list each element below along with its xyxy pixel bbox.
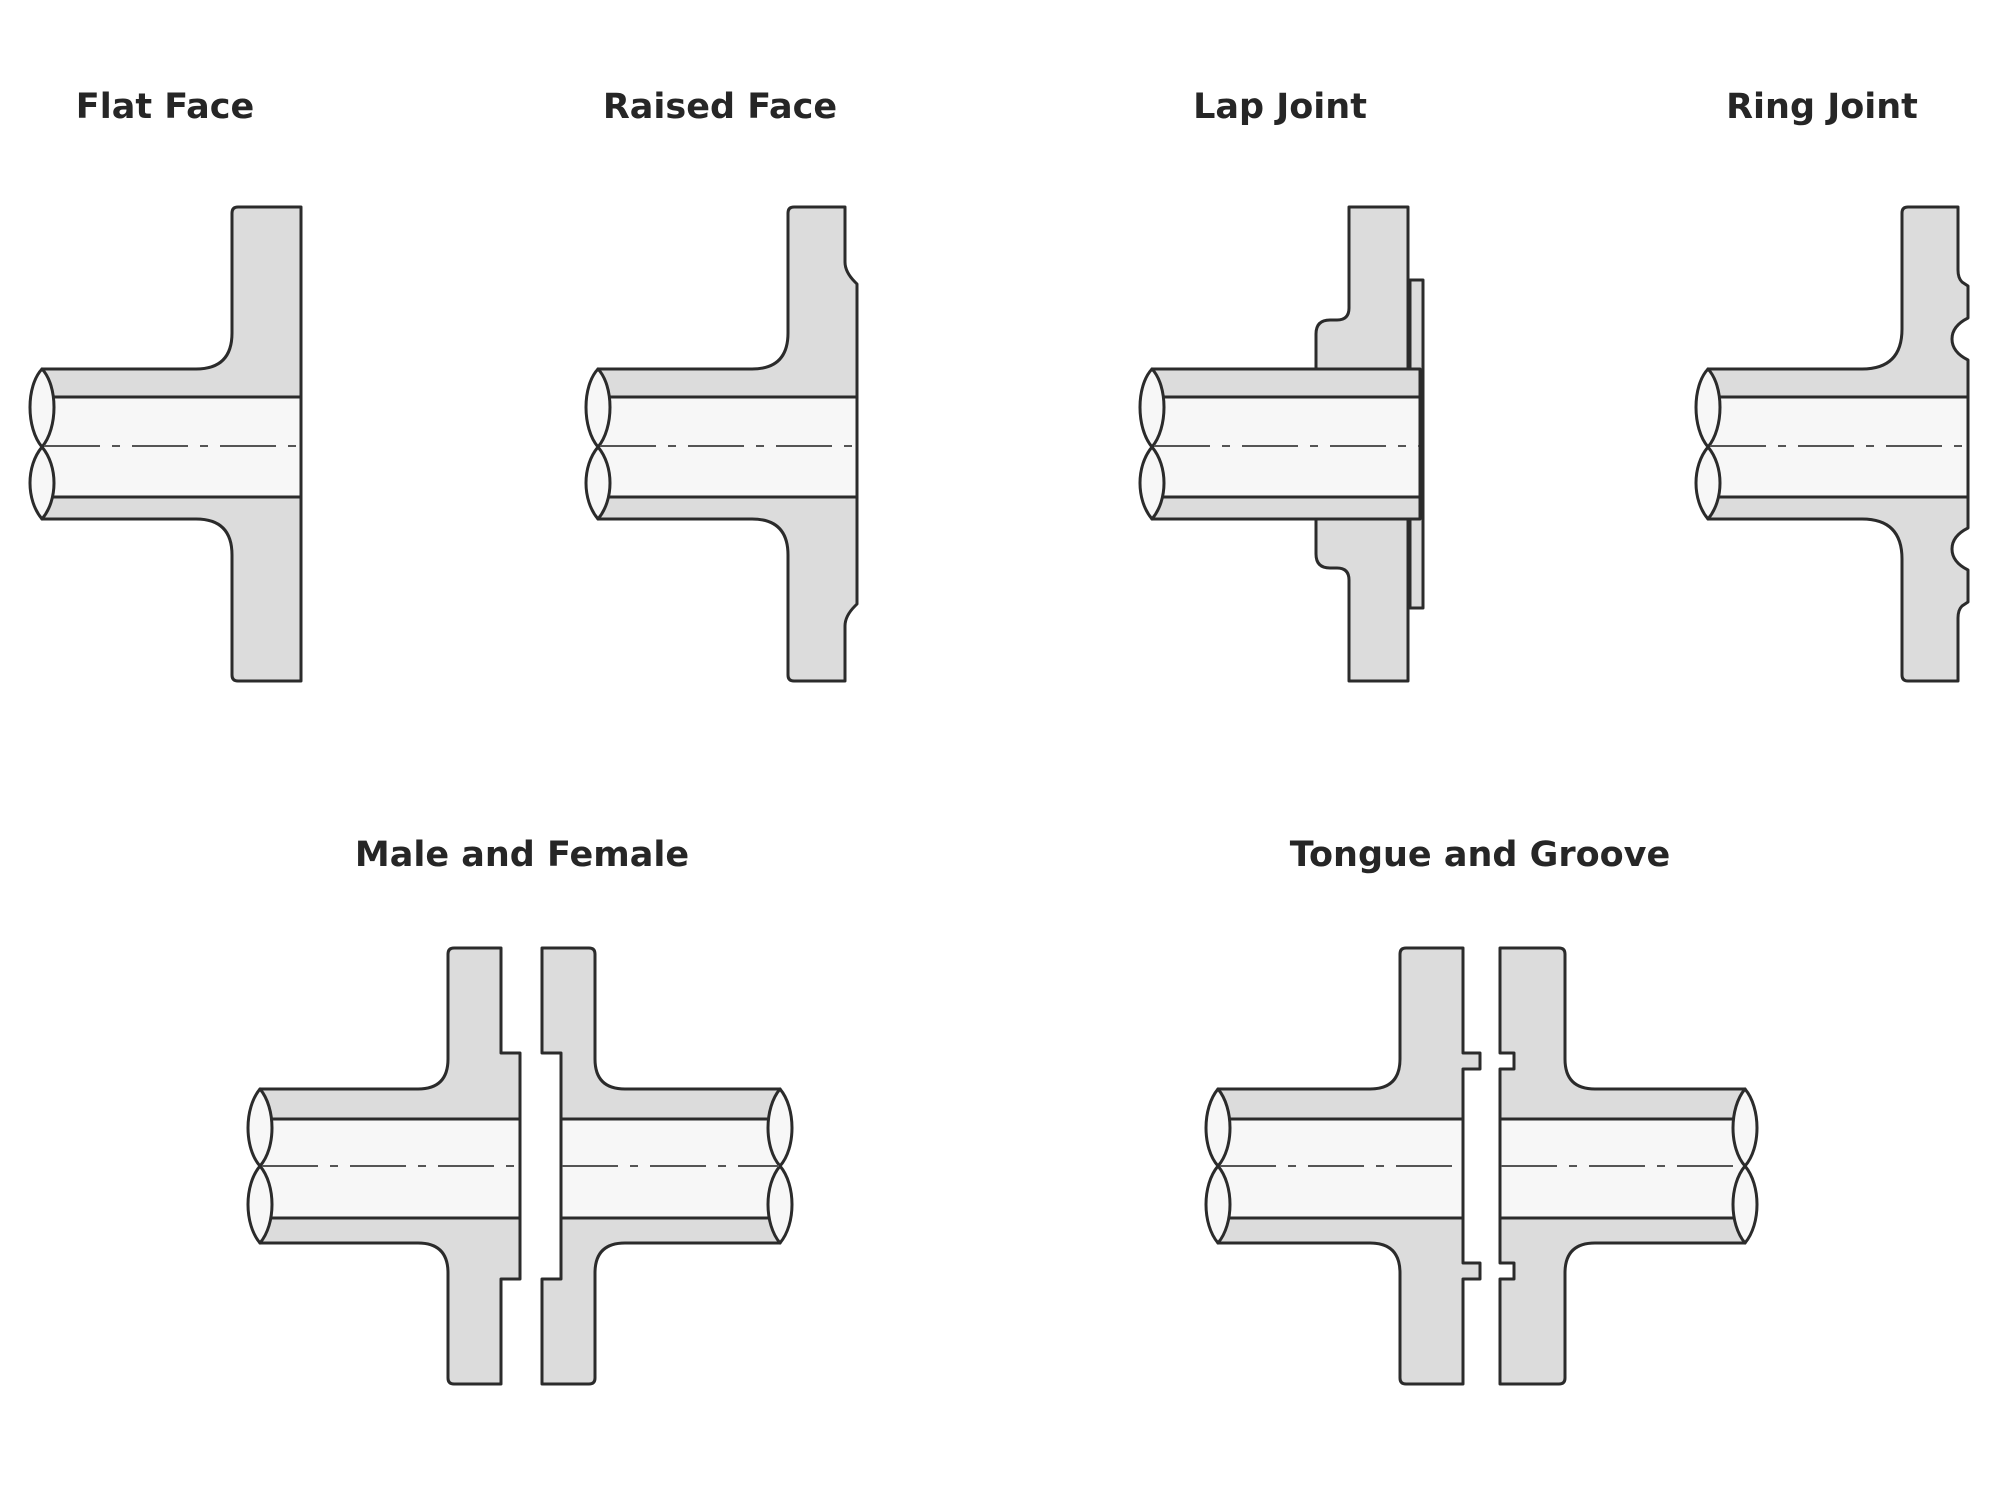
- tongue-and-groove-flange-drawing: [1204, 946, 1759, 1386]
- ring-joint-flange-drawing: [1694, 205, 1970, 683]
- caption-lap-joint: Lap Joint: [1193, 87, 1367, 127]
- caption-raised-face: Raised Face: [602, 87, 838, 127]
- raised-face-flange-drawing: [584, 205, 859, 683]
- flat-face-flange-drawing: [28, 205, 303, 683]
- lap-joint-flange-drawing: [1138, 205, 1425, 683]
- caption-male-and-female: Male and Female: [354, 835, 690, 875]
- caption-flat-face: Flat Face: [75, 87, 255, 127]
- caption-ring-joint: Ring Joint: [1726, 87, 1918, 127]
- male-and-female-flange-drawing: [246, 946, 794, 1386]
- caption-tongue-and-groove: Tongue and Groove: [1289, 835, 1671, 875]
